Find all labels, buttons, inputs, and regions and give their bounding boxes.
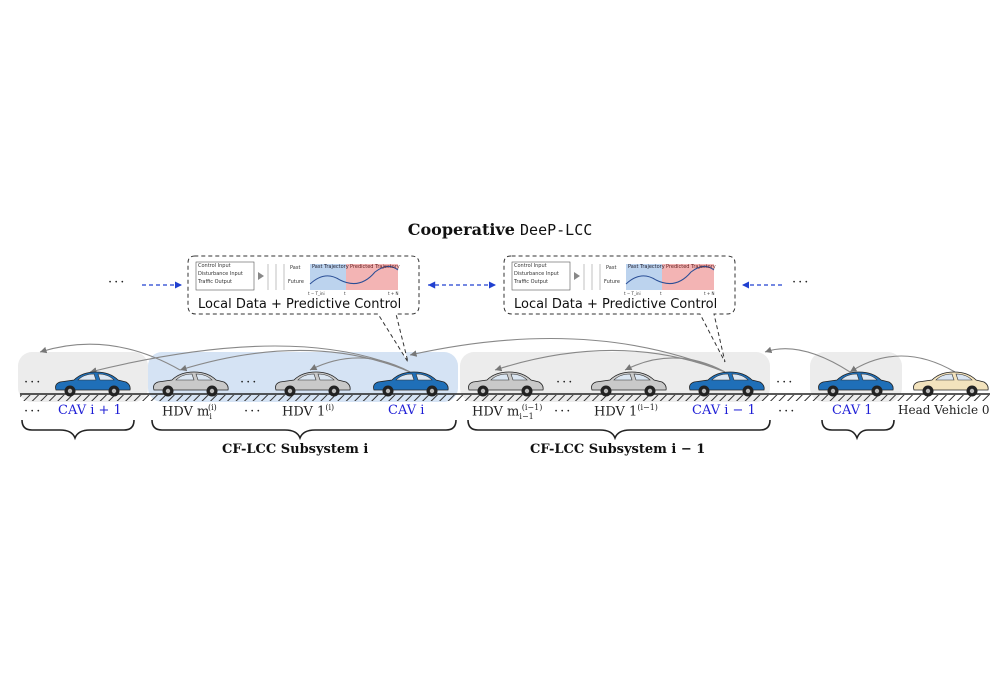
label-hdv-1-i-sup: (i) [325,403,335,412]
ellipsis-label-subsystem-im1: ··· [554,404,573,419]
bubble-2-hankel [583,264,601,290]
arc-cav-1-to-left [764,346,851,373]
bubble-2-t-left: t − T_ini [624,291,641,296]
label-hdv-m-i-sub: i [209,411,212,421]
label-hdv-m-i: HDV mi(i) [162,403,217,421]
brace-cav-i-plus-1 [21,419,135,441]
ellipsis-label-subsystem-i: ··· [244,404,263,419]
bubble-1-t-mid: t [344,291,346,296]
bubble-1-legend-control: Control Input [198,263,231,269]
communication-arcs [39,337,956,374]
bubble-2-past-label: Past [606,265,617,271]
bubble-2-t-mid: t [660,291,662,296]
label-hdv-1-i-text: HDV 1 [282,404,326,420]
bubble-1-past-traj: Past Trajectory [312,264,349,270]
arc-cav-i-to-cav-i-plus-1 [89,345,411,374]
label-cav-i-minus-1: CAV i − 1 [692,403,756,418]
ellipsis-label-right: ··· [778,404,797,419]
label-hdv-m-im1: HDV mi−1(i−1) [472,403,542,421]
road-hatch [20,395,990,401]
bubble-1-past-label: Past [290,265,301,271]
title-mono: DeeP-LCC [520,221,593,239]
bubble-1-legend: Control Input Disturbance Input Traffic … [198,262,243,286]
label-hdv-1-im1-text: HDV 1 [594,404,638,420]
arc-head-to-cav-1 [849,355,956,373]
bubble-2 [503,255,736,363]
label-hdv-m-im1-sup: (i−1) [521,403,543,412]
arc-cav-i-to-hdv-m [179,349,411,373]
bubble-1-pred-traj: Predicted Trajectory [350,264,400,270]
bubble-2-past-traj: Past Trajectory [628,264,665,270]
bubble-2-caption: Local Data + Predictive Control [514,297,718,312]
bubble-1-future-label: Future [288,279,304,285]
bubble-1-caption: Local Data + Predictive Control [198,297,402,312]
arc-cav-im1-to-hdv-1 [624,357,726,373]
bubble-2-arrow [574,272,580,280]
label-hdv-1-im1-sup: (i−1) [637,403,658,412]
bubble-2-future-label: Future [604,279,620,285]
label-head-vehicle: Head Vehicle 0 [898,403,990,417]
label-hdv-1-im1: HDV 1(i−1) [594,403,658,419]
subsystem-i-minus-1-label: CF-LCC Subsystem i − 1 [530,442,706,457]
bubble-2-legend-output: Traffic Output [514,279,548,285]
ellipsis-road-subsystem-im1: ··· [556,375,575,390]
label-cav-i: CAV i [388,403,425,418]
bubble-2-legend-disturbance: Disturbance Input [514,271,559,277]
title-bold: Cooperative [407,220,515,239]
bubble-2-t-right: t + N [704,291,715,296]
label-cav-1: CAV 1 [832,403,873,418]
ellipsis-top-left: ··· [108,275,127,290]
bubble-2-legend-control: Control Input [514,263,547,269]
label-hdv-m-im1-text: HDV m [472,404,520,420]
ellipsis-road-right: ··· [776,375,795,390]
bubble-1-hankel [267,264,285,290]
ellipsis-road-far-left: ··· [24,375,43,390]
bubble-1-t-right: t + N [388,291,399,296]
bubble-2-pred-region [662,264,714,290]
bubble-1-trajectory [309,266,399,285]
label-hdv-m-im1-sub: i−1 [519,411,534,421]
bubble-1 [187,255,420,363]
label-hdv-1-i: HDV 1(i) [282,403,334,419]
bubble-1-arrow [258,272,264,280]
brace-cav-1 [821,419,895,441]
arc-cav-im1-to-cav-i [409,337,726,373]
bubble-2-legend: Control Input Disturbance Input Traffic … [514,262,559,286]
arc-cav-im1-to-hdv-m [494,349,726,373]
diagram-title: Cooperative DeeP-LCC [0,220,1000,239]
ellipsis-top-right: ··· [792,275,811,290]
arc-hdv-to-left [39,343,181,371]
label-hdv-m-i-sup: (i) [207,403,217,412]
bubble-1-legend-box [195,261,255,291]
bubble-1-legend-disturbance: Disturbance Input [198,271,243,277]
car-head-vehicle [913,371,989,397]
ellipsis-road-subsystem-i: ··· [240,375,259,390]
subsystem-i-label: CF-LCC Subsystem i [222,442,369,457]
bubble-1-t-left: t − T_ini [308,291,325,296]
bubble-2-legend-box [511,261,571,291]
bubble-1-pred-region [346,264,398,290]
bubble-1-past-region [310,264,346,290]
bubble-1-legend-output: Traffic Output [198,279,232,285]
ellipsis-label-far-left: ··· [24,404,43,419]
bubble-2-pred-traj: Predicted Trajectory [666,264,716,270]
label-cav-i-plus-1: CAV i + 1 [58,403,122,418]
bubble-2-trajectory [625,266,715,285]
label-hdv-m-i-text: HDV m [162,404,210,420]
brace-subsystem-i [151,419,457,441]
bubble-2-past-region [626,264,662,290]
brace-subsystem-i-minus-1 [467,419,771,441]
